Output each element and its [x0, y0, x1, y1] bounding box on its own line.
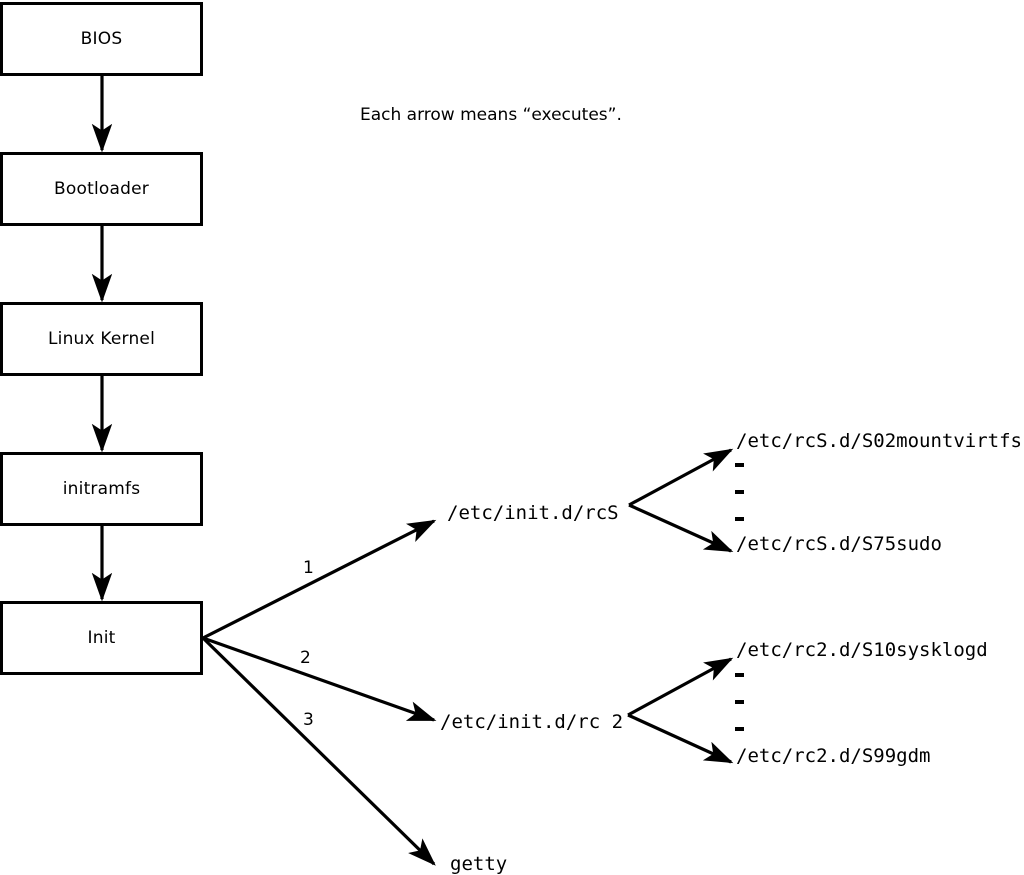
node-init[interactable]: Init [0, 601, 203, 675]
label-getty[interactable]: getty [450, 853, 508, 875]
edge-rcS-to-first [628, 448, 734, 507]
label-rc2-script[interactable]: /etc/init.d/rc 2 [440, 711, 624, 733]
edge-label-2: 2 [300, 648, 311, 668]
node-bootloader[interactable]: Bootloader [0, 152, 203, 226]
edge-init-to-rcS [202, 519, 437, 640]
label-rcS-script[interactable]: /etc/init.d/rcS [447, 502, 619, 524]
edge-init-to-rc2 [202, 636, 437, 722]
edge-rc2-to-last [627, 713, 734, 764]
rc2-ellipsis-dot-1 [735, 673, 744, 677]
rcS-ellipsis-dot-2 [735, 490, 744, 494]
node-linux-kernel-label: Linux Kernel [47, 329, 155, 349]
node-bios[interactable]: BIOS [0, 2, 203, 76]
label-rcS-last-script[interactable]: /etc/rcS.d/S75sudo [736, 533, 942, 555]
node-init-label: Init [87, 628, 116, 648]
edge-label-1: 1 [303, 558, 314, 578]
label-rc2-last-script[interactable]: /etc/rc2.d/S99gdm [736, 745, 931, 767]
rc2-ellipsis-dot-2 [735, 700, 744, 704]
rcS-ellipsis-dot-3 [735, 517, 744, 521]
node-initramfs-label: initramfs [62, 479, 141, 499]
node-linux-kernel[interactable]: Linux Kernel [0, 302, 203, 376]
node-initramfs[interactable]: initramfs [0, 452, 203, 526]
edge-label-3: 3 [303, 710, 314, 730]
diagram-caption: Each arrow means “executes”. [360, 105, 622, 125]
edge-rcS-to-last [628, 503, 734, 553]
node-bootloader-label: Bootloader [54, 179, 149, 199]
rcS-ellipsis-dot-1 [735, 463, 744, 467]
label-rc2-first-script[interactable]: /etc/rc2.d/S10sysklogd [736, 639, 988, 661]
edge-init-to-getty [201, 636, 436, 866]
edge-rc2-to-first [627, 657, 734, 717]
label-rcS-first-script[interactable]: /etc/rcS.d/S02mountvirtfs [736, 430, 1022, 452]
rc2-ellipsis-dot-3 [735, 727, 744, 731]
node-bios-label: BIOS [80, 29, 123, 49]
